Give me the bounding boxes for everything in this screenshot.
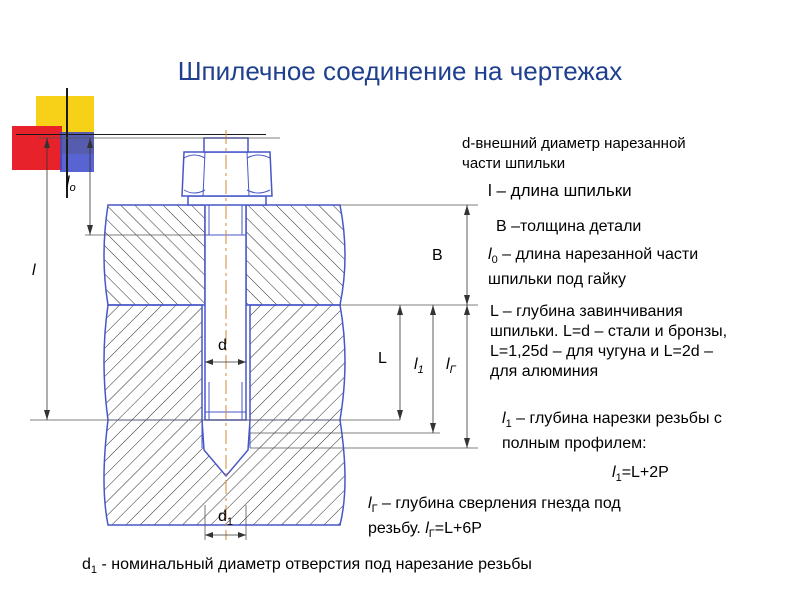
decor-vertical-line: [66, 88, 68, 198]
extension-lines: [30, 137, 478, 540]
dim-label-b: B: [432, 247, 443, 264]
decor-blue-square: [60, 132, 94, 172]
note-big-l: L – глубина завинчивания шпильки. L=d – …: [490, 303, 728, 380]
note-b: B –толщина детали: [496, 218, 642, 235]
note-d1: d1 - номинальный диаметр отверстия под н…: [82, 556, 532, 577]
dim-label-lg: lГ: [446, 356, 456, 377]
dim-label-big-l: L: [378, 350, 387, 367]
dim-label-d1: d1: [218, 508, 234, 529]
note-l1-formula: l1=L+2P: [612, 464, 669, 485]
dimension-arrows: [44, 138, 470, 538]
dim-label-d: d: [218, 337, 227, 354]
note-l0: l0 – длина нарезанной части шпильки под …: [488, 246, 699, 289]
decor-red-square: [12, 126, 62, 170]
dim-label-l0: lо: [66, 174, 76, 195]
nut: [181, 151, 273, 197]
upper-part: [103, 204, 346, 306]
note-l: l – длина шпильки: [488, 181, 632, 200]
page-title: Шпилечное соединение на чертежах: [177, 56, 623, 86]
dimension-lines: [46, 138, 468, 536]
dim-label-l: l: [32, 262, 36, 279]
dim-label-l1: l1: [414, 356, 424, 377]
note-lg: lГ – глубина сверления гнезда под резьбу…: [368, 495, 621, 541]
decor-horizontal-line: [16, 134, 266, 135]
note-d: d-внешний диаметр нарезанной части шпиль…: [462, 135, 686, 172]
washer: [187, 195, 267, 206]
note-l1: l1 – глубина нарезки резьбы с полным про…: [502, 410, 722, 453]
